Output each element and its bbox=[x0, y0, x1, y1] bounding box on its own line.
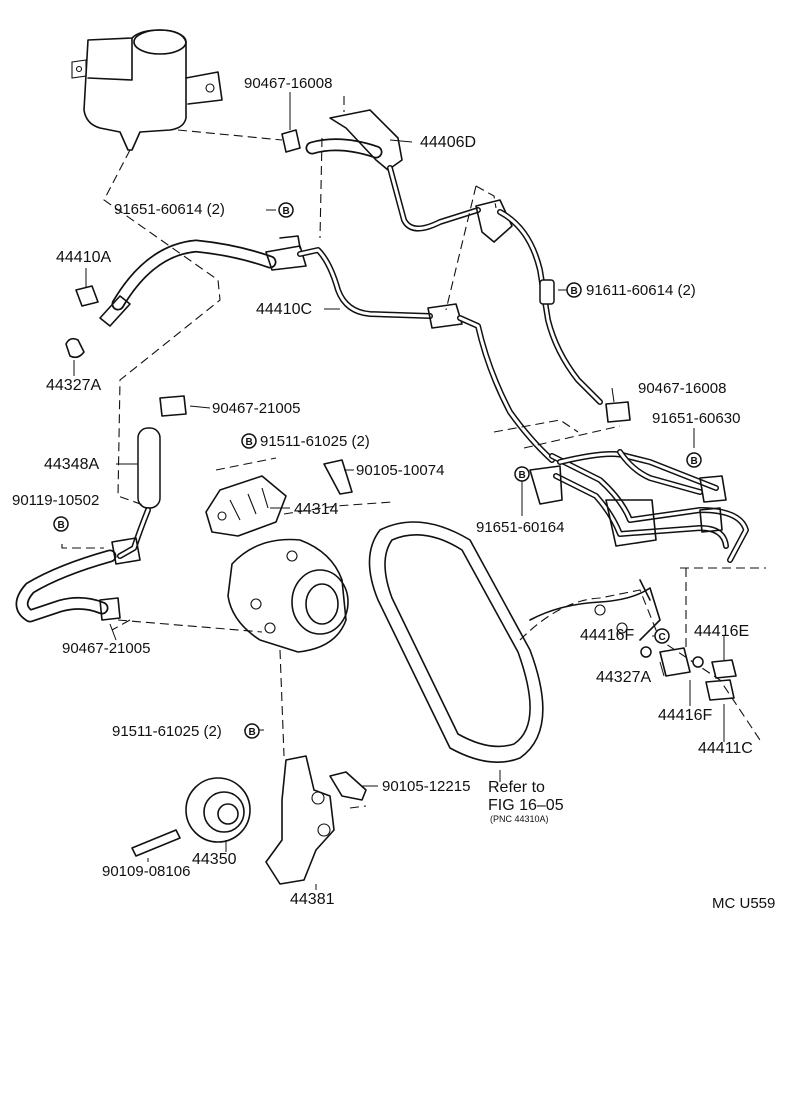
svg-text:B: B bbox=[58, 520, 65, 531]
pressure-hose-lower bbox=[15, 395, 631, 623]
label-91611-60614: 91611-60614 (2) bbox=[586, 282, 696, 299]
svg-text:B: B bbox=[571, 286, 578, 297]
pressure-hose-assembly bbox=[99, 235, 555, 463]
badge-b-3: B bbox=[53, 516, 69, 532]
bracket-44314 bbox=[205, 459, 353, 537]
figure-code: MC U559 bbox=[712, 895, 775, 912]
reference-lines bbox=[61, 96, 766, 809]
label-90109-08106: 90109-08106 bbox=[102, 863, 190, 880]
label-90467-21005-b: 90467-21005 bbox=[62, 640, 150, 657]
label-90105-12215: 90105-12215 bbox=[382, 778, 470, 795]
label-44327A-b: 44327A bbox=[596, 669, 651, 686]
label-refer-to: Refer to bbox=[488, 779, 545, 796]
badge-b-6: B bbox=[514, 466, 530, 482]
label-91651-60614: 91651-60614 (2) bbox=[114, 201, 225, 218]
label-44410A: 44410A bbox=[56, 249, 111, 266]
label-fig-16-05: FIG 16–05 bbox=[488, 797, 564, 814]
label-91511-61025-b: 91511-61025 (2) bbox=[112, 723, 222, 740]
reservoir-tank bbox=[71, 29, 223, 151]
label-44350: 44350 bbox=[192, 851, 237, 868]
svg-text:B: B bbox=[519, 470, 526, 481]
label-44314: 44314 bbox=[294, 501, 339, 518]
label-91651-60630: 91651-60630 bbox=[652, 410, 740, 427]
label-44416F-a: 44416F bbox=[580, 627, 634, 644]
return-hose-upper bbox=[281, 109, 481, 232]
label-90467-16008-a: 90467-16008 bbox=[244, 75, 332, 92]
drive-belt bbox=[368, 521, 544, 764]
label-44410C: 44410C bbox=[256, 301, 312, 318]
svg-text:B: B bbox=[246, 437, 253, 448]
svg-text:B: B bbox=[249, 727, 256, 738]
badge-b-1: B bbox=[278, 202, 294, 218]
label-44416E: 44416E bbox=[694, 623, 749, 640]
label-44381: 44381 bbox=[290, 891, 335, 908]
badge-b-2: B bbox=[241, 433, 257, 449]
label-pnc-44310a: (PNC 44310A) bbox=[490, 814, 549, 824]
label-44411C: 44411C bbox=[698, 740, 753, 757]
label-44348A: 44348A bbox=[44, 456, 99, 473]
svg-text:C: C bbox=[659, 632, 666, 643]
pump-bracket bbox=[131, 755, 367, 885]
badge-b-4: B bbox=[566, 282, 582, 298]
label-90105-10074: 90105-10074 bbox=[356, 462, 444, 479]
label-44327A-a: 44327A bbox=[46, 377, 101, 394]
svg-text:B: B bbox=[283, 206, 290, 217]
label-44416F-b: 44416F bbox=[658, 707, 712, 724]
badge-b-7: B bbox=[244, 723, 260, 739]
label-90119-10502: 90119-10502 bbox=[12, 492, 99, 509]
svg-text:B: B bbox=[691, 456, 698, 467]
return-tube-right bbox=[475, 199, 603, 405]
label-44406D: 44406D bbox=[420, 134, 476, 151]
label-90467-21005-a: 90467-21005 bbox=[212, 400, 300, 417]
small-fittings bbox=[65, 285, 99, 359]
badge-c-1: C bbox=[654, 628, 670, 644]
cooler-tubes bbox=[529, 449, 749, 563]
label-91511-61025-a: 91511-61025 (2) bbox=[260, 433, 370, 450]
label-90467-16008-b: 90467-16008 bbox=[638, 380, 726, 397]
vane-pump bbox=[227, 538, 349, 653]
badge-b-5: B bbox=[686, 452, 702, 468]
label-91651-60164: 91651-60164 bbox=[476, 519, 564, 536]
engine-block bbox=[519, 579, 761, 741]
